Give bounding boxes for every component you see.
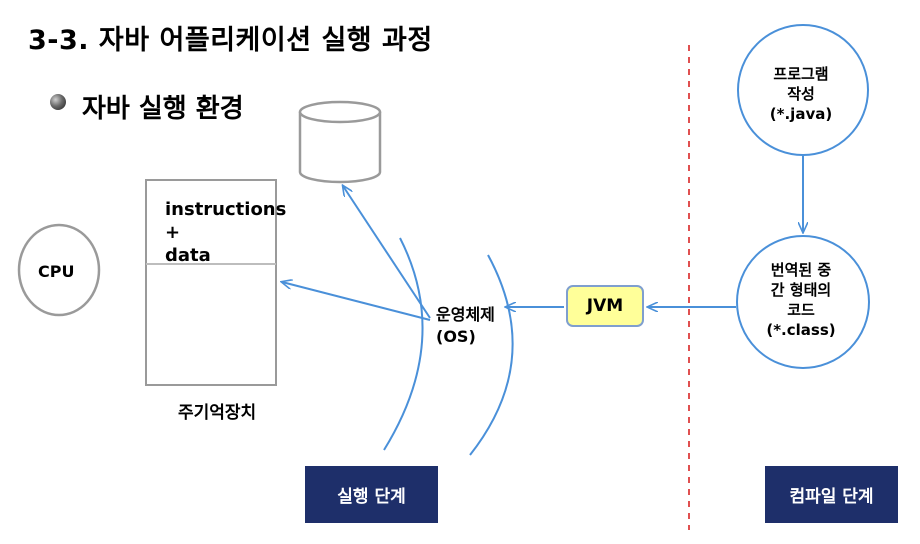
bytecode-circle xyxy=(736,235,870,369)
os-arc-left xyxy=(383,237,424,451)
main-memory-box xyxy=(145,179,277,386)
source-code-circle xyxy=(737,24,869,156)
bytecode-label: 번역된 중 간 형태의 코드 (*.class) xyxy=(766,261,836,339)
jvm-box: JVM xyxy=(566,285,644,327)
cpu-circle xyxy=(17,223,101,317)
jvm-label: JVM xyxy=(586,296,624,316)
source-code-label: 프로그램 작성 (*.java) xyxy=(769,65,833,123)
run-stage-label: 실행 단계 xyxy=(337,487,406,507)
arrow-os-to-memory xyxy=(282,282,431,321)
bullet-icon xyxy=(50,94,66,110)
compile-stage-box: 컴파일 단계 xyxy=(765,466,898,523)
arrow-os-to-disk xyxy=(343,186,431,319)
run-stage-box: 실행 단계 xyxy=(305,466,438,523)
memory-label: 주기억장치 xyxy=(178,403,257,423)
page-title: 3-3. 자바 어플리케이션 실행 과정 xyxy=(28,25,433,56)
compile-stage-label: 컴파일 단계 xyxy=(789,487,874,507)
os-label: 운영체제 (OS) xyxy=(436,305,495,346)
os-arc-right xyxy=(469,254,514,456)
memory-content: instructions + data xyxy=(165,199,287,266)
disk-storage-icon xyxy=(298,100,382,184)
cpu-label: CPU xyxy=(38,262,75,281)
section-subtitle: 자바 실행 환경 xyxy=(82,94,244,124)
